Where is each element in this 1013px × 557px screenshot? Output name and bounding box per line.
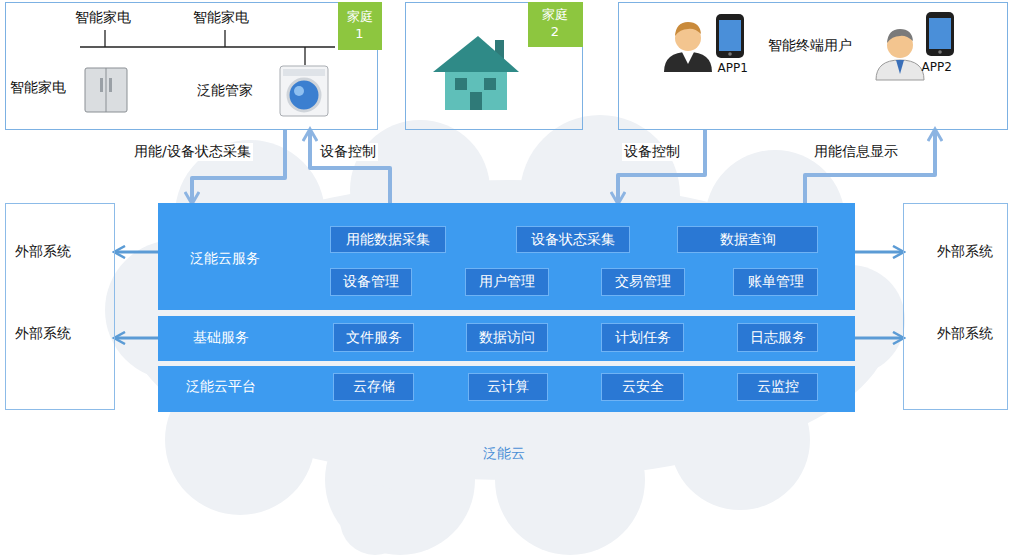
- flow-arrow: [115, 337, 158, 340]
- box-label: 家庭 2: [540, 7, 570, 41]
- box-label: 计划任务: [615, 329, 671, 347]
- edge-label: 设备控制: [622, 143, 682, 161]
- box-label: 用户管理: [479, 273, 535, 291]
- box-label: 设备状态采集: [531, 231, 615, 249]
- node-label: APP1: [718, 61, 748, 76]
- node-label: 外部系统: [15, 325, 71, 343]
- service-box: 数据查询: [677, 226, 818, 253]
- flow-arrow: [855, 251, 903, 254]
- box-label: 云监控: [757, 378, 799, 396]
- node-label: 智能终端用户: [768, 37, 852, 55]
- phone-icon: [716, 14, 744, 58]
- service-box: 交易管理: [601, 268, 685, 296]
- box-label: 数据访问: [479, 329, 535, 347]
- appliance-bus: [80, 30, 335, 65]
- box-label: 云计算: [487, 378, 529, 396]
- box-label: 云安全: [622, 378, 664, 396]
- node-label: 外部系统: [937, 325, 993, 343]
- service-band: 用能数据采集 设备状态采集 数据查询设备管理 用户管理 交易管理 账单管理 泛能云服务: [158, 203, 855, 310]
- flow-arrow: [855, 337, 903, 340]
- box-label: 文件服务: [346, 329, 402, 347]
- external-box: 外部系统外部系统: [903, 203, 1008, 410]
- scene-box: 家庭 1智能家电智能家电智能家电泛能管家: [5, 2, 378, 130]
- service-box: 计划任务: [601, 323, 684, 352]
- flow-arrow: [805, 130, 935, 203]
- service-box: 数据访问: [466, 323, 548, 352]
- box-label: 数据查询: [720, 231, 776, 249]
- edge-label: 用能信息显示: [812, 143, 900, 161]
- node-label: 泛能云服务: [190, 250, 260, 268]
- service-box: 用能数据采集: [330, 226, 446, 253]
- node-label: 智能家电: [193, 9, 249, 27]
- service-box: 账单管理: [733, 268, 818, 296]
- box-label: 设备管理: [343, 273, 399, 291]
- flow-arrow: [618, 130, 705, 203]
- service-box: 云安全: [601, 373, 684, 401]
- user-icon: [664, 22, 712, 72]
- node-label: 外部系统: [15, 243, 71, 261]
- node-label: 外部系统: [937, 243, 993, 261]
- washer-icon: [280, 66, 328, 116]
- box-label: 日志服务: [750, 329, 806, 347]
- cloud-shape: [105, 115, 905, 555]
- scene-box: 家庭 2: [405, 2, 583, 130]
- node-label: 泛能云平台: [186, 378, 256, 396]
- service-box: 云存储: [333, 373, 414, 401]
- service-band: 云存储 云计算 云安全 云监控 泛能云平台: [158, 366, 855, 412]
- edge-label: 设备控制: [318, 143, 378, 161]
- service-box: 用户管理: [465, 268, 549, 296]
- node-label: APP2: [922, 60, 952, 75]
- scene-box: 智能终端用户 APP1 APP2: [618, 2, 1008, 130]
- user-icon: [876, 29, 924, 80]
- service-box: 设备管理: [330, 268, 412, 296]
- external-box: 外部系统外部系统: [5, 203, 115, 410]
- family-tag: 家庭 1: [338, 2, 382, 50]
- node-label: 泛能云: [483, 445, 525, 463]
- service-box: 日志服务: [737, 323, 818, 352]
- box-label: 用能数据采集: [346, 231, 430, 249]
- edge-label: 用能/设备状态采集: [132, 143, 253, 161]
- family-tag: 家庭 2: [528, 2, 583, 47]
- box-label: 交易管理: [615, 273, 671, 291]
- box-label: 账单管理: [748, 273, 804, 291]
- box-label: 家庭 1: [345, 9, 375, 43]
- service-box: 文件服务: [333, 323, 414, 352]
- flow-arrow: [192, 130, 285, 203]
- service-box: 云计算: [468, 373, 548, 401]
- service-box: 设备状态采集: [516, 226, 630, 253]
- box-label: 云存储: [353, 378, 395, 396]
- node-label: 泛能管家: [197, 82, 253, 100]
- cloud-region: 用能数据采集 设备状态采集 数据查询设备管理 用户管理 交易管理 账单管理 泛能云服务文件服…: [120, 150, 890, 557]
- house-icon: [433, 36, 519, 110]
- node-label: 智能家电: [10, 79, 66, 97]
- flow-arrow: [310, 130, 390, 203]
- flow-arrow: [115, 251, 158, 254]
- node-label: 智能家电: [75, 9, 131, 27]
- phone-icon: [926, 12, 954, 56]
- fridge-icon: [85, 68, 127, 112]
- service-box: 云监控: [737, 373, 818, 401]
- node-label: 基础服务: [193, 329, 249, 347]
- service-band: 文件服务 数据访问 计划任务 日志服务 基础服务: [158, 316, 855, 361]
